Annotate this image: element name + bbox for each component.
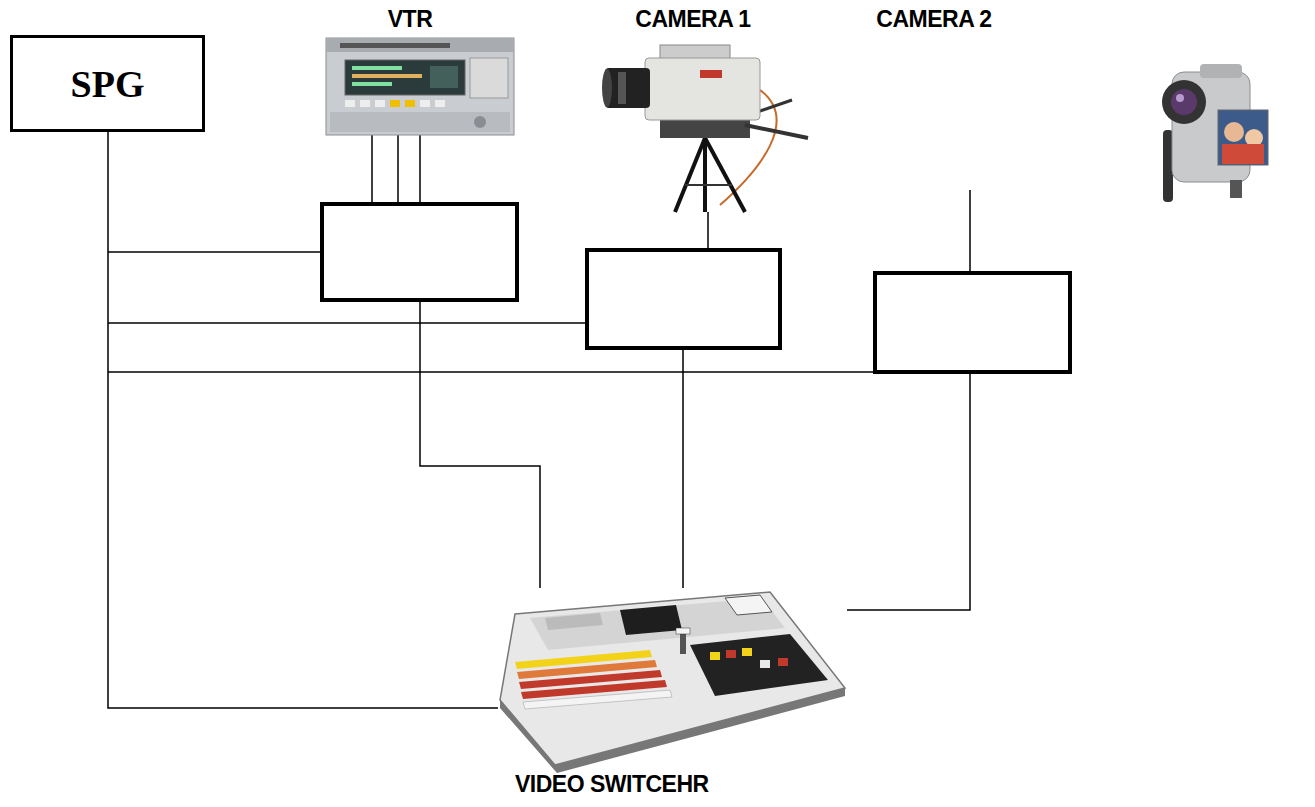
node-label: VTR <box>300 6 520 33</box>
switcher-device: VIDEO SWITCEHR <box>498 588 847 802</box>
vtr-picture <box>340 43 450 48</box>
switcher-picture <box>500 592 845 765</box>
camcorder-picture <box>1222 144 1264 164</box>
studio-camera-picture <box>602 69 612 107</box>
sync-wire <box>108 251 322 253</box>
camera-device: CAMERA 2 <box>868 4 1000 190</box>
studio-camera-picture <box>660 120 750 138</box>
vtr-picture <box>375 100 385 107</box>
switcher-picture <box>760 660 770 668</box>
label-holder: VIDEO SWITCEHR <box>515 771 709 798</box>
camcorder-picture <box>1162 80 1206 124</box>
vtr-picture <box>352 66 402 70</box>
switcher-picture <box>545 613 603 630</box>
switcher-picture <box>778 658 788 666</box>
camcorder-picture <box>1224 122 1244 142</box>
node-label: VIDEO SWITCEHR <box>515 771 709 798</box>
generator-box: SPG <box>10 35 205 132</box>
node-label: SPG <box>71 62 145 106</box>
vtr-picture <box>420 100 430 107</box>
camcorder-picture <box>1176 94 1184 102</box>
studio-camera-picture <box>700 70 722 78</box>
vtr-picture <box>474 116 486 128</box>
studio-camera-picture <box>645 58 760 120</box>
vtr-picture <box>345 60 465 95</box>
processing-box <box>587 250 780 348</box>
studio-camera-picture <box>685 184 732 186</box>
vtr-picture <box>326 38 514 135</box>
vtr-picture <box>470 58 508 98</box>
switcher-picture <box>523 690 672 709</box>
vtr-wire <box>397 135 399 204</box>
switcher-picture <box>725 595 772 615</box>
studio-camera-picture <box>618 72 626 104</box>
switcher-picture <box>676 628 690 634</box>
vtr-wire <box>372 135 398 204</box>
processing-box <box>322 204 517 300</box>
vtr-picture <box>326 38 514 135</box>
vtr-device: VTR <box>300 4 520 135</box>
studio-camera-picture <box>703 138 707 212</box>
vtr-picture <box>430 66 458 88</box>
camcorder-picture <box>1230 180 1242 198</box>
vtr-picture <box>352 74 422 78</box>
processing-box <box>875 273 1070 372</box>
node-label: CAMERA 2 <box>868 6 1000 33</box>
vtr-picture <box>345 100 355 107</box>
vtr-picture <box>360 100 370 107</box>
studio-camera-picture <box>675 138 705 212</box>
label-holder: CAMERA 1 <box>580 6 806 33</box>
camera-device: CAMERA 1 <box>580 4 806 212</box>
vtr-picture <box>330 112 510 132</box>
vtr-picture <box>352 82 392 86</box>
label-holder: CAMERA 2 <box>868 6 1000 33</box>
vtr-wire <box>371 135 373 204</box>
processing-box <box>322 204 1070 372</box>
vtr-picture <box>326 38 514 52</box>
switcher-picture <box>620 605 682 635</box>
camcorder-picture <box>1162 64 1268 202</box>
switcher-picture <box>710 652 720 660</box>
sync-wire <box>108 322 587 324</box>
vtr-picture <box>405 100 415 107</box>
node-label: CAMERA 1 <box>580 6 806 33</box>
label-holder: SPG <box>13 38 202 129</box>
camcorder-picture <box>1218 110 1268 165</box>
label-holder: VTR <box>300 6 520 33</box>
studio-camera-picture <box>602 45 808 212</box>
switcher-picture <box>726 650 736 658</box>
studio-camera-picture <box>705 138 745 212</box>
sync-wire <box>108 371 875 373</box>
studio-camera-picture <box>745 125 808 138</box>
signal-wire <box>847 190 970 610</box>
switcher-picture <box>690 634 828 696</box>
vtr-picture <box>435 100 445 107</box>
switcher-picture <box>742 648 752 656</box>
vtr-picture <box>390 100 400 107</box>
camcorder-picture <box>1171 89 1197 115</box>
camcorder-picture <box>1200 64 1242 78</box>
switcher-picture <box>500 592 845 773</box>
